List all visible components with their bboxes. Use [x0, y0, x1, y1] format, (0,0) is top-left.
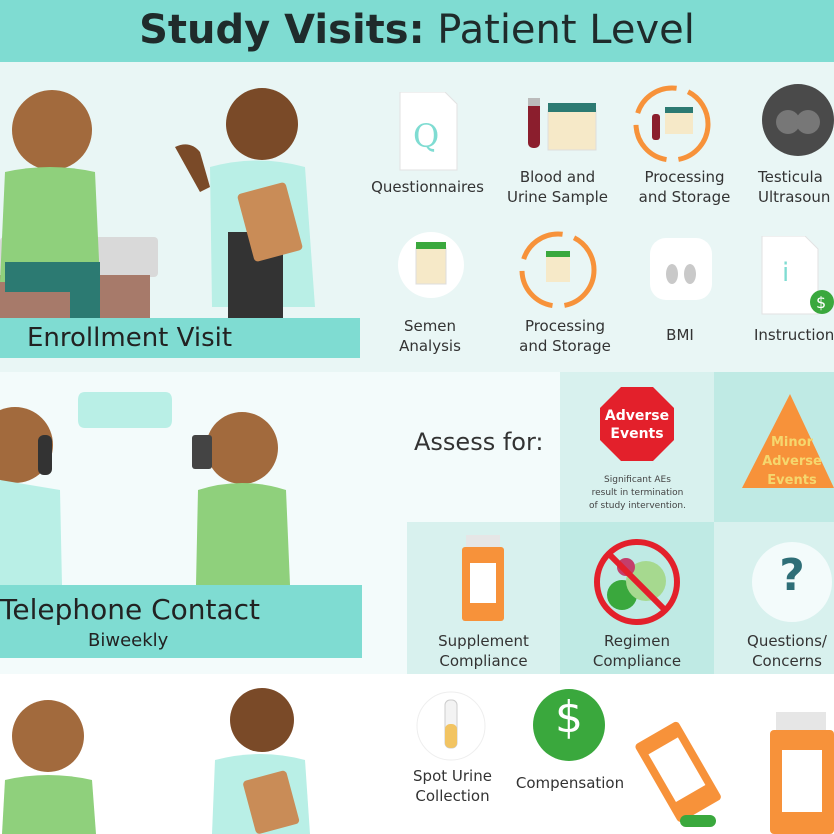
enrollment-visit-label: Enrollment Visit — [0, 318, 360, 358]
questionnaire-icon: Q — [399, 92, 458, 171]
page-title: Study Visits: Patient Level — [0, 0, 834, 62]
stop-sign-icon — [600, 387, 674, 461]
assess-for-label: Assess for: — [414, 428, 544, 456]
ultrasound-icon — [762, 84, 834, 156]
phone-left — [38, 435, 52, 475]
semen-cup-icon — [398, 232, 464, 298]
enroll-item-1-label: Questionnaires — [371, 178, 484, 196]
telephone-contact-label: Telephone Contact Biweekly — [0, 585, 362, 658]
blood-urine-icon — [528, 98, 597, 151]
compensation-label: Compensation — [515, 774, 625, 792]
enrollment-illustration — [0, 88, 315, 322]
svg-text:Q: Q — [413, 117, 439, 155]
question-icon — [752, 542, 832, 622]
telephone-illustration — [0, 392, 290, 585]
spilled-bottle-icon — [635, 721, 721, 827]
supplement-bottle-icon — [462, 535, 504, 621]
warning-triangle-icon — [742, 394, 834, 488]
doctor-head — [226, 88, 298, 160]
enroll-item-7-label: BMI — [666, 326, 694, 344]
patient-head — [12, 90, 92, 170]
dollar-sign: $ — [555, 692, 583, 743]
question-mark: ? — [779, 550, 805, 601]
enroll-item-8-label: Instruction — [754, 326, 834, 344]
no-vegetables-icon — [594, 539, 680, 625]
clipboard — [237, 182, 303, 262]
instruction-icon: i $ — [761, 236, 834, 315]
title-rest: Patient Level — [424, 7, 695, 53]
scale-icon — [650, 238, 712, 300]
processing-icon — [633, 85, 711, 163]
supplement-bottle-2-icon — [770, 712, 834, 834]
processing-2-icon — [519, 231, 597, 309]
header-bar — [0, 0, 834, 62]
phone-right — [192, 435, 212, 469]
speech-bubble — [78, 392, 172, 428]
title-bold: Study Visits: — [139, 7, 425, 53]
svg-text:i: i — [782, 258, 789, 288]
doctor-hand — [175, 144, 210, 192]
urine-tube-icon — [416, 691, 486, 761]
svg-text:$: $ — [816, 293, 826, 312]
questions-label: Questions/Concerns — [747, 632, 827, 670]
followup-illustration — [2, 688, 310, 834]
patient-body — [0, 167, 100, 282]
dollar-icon — [533, 689, 605, 761]
